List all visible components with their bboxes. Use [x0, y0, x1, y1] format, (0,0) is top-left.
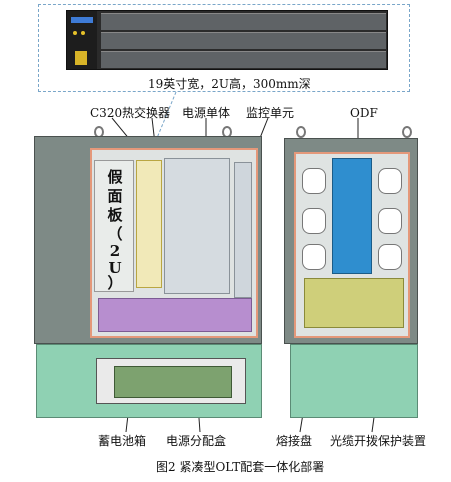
cable-spool-icon	[378, 244, 402, 270]
blank-panel	[94, 160, 134, 292]
label-c320: C320	[90, 106, 123, 120]
cable-spool-icon	[302, 168, 326, 194]
device-slot-row	[101, 13, 386, 30]
device-slot-row	[101, 32, 386, 49]
power-distribution-panel	[98, 298, 252, 332]
device-slot-row	[101, 51, 386, 68]
blank-panel-char: 面	[107, 187, 123, 205]
blank-panel-char: ）	[107, 274, 123, 292]
label-heat-exchanger: 热交换器	[122, 106, 171, 120]
blank-panel-char: 2	[109, 242, 121, 260]
label-cable-protection: 光缆开拨保护装置	[330, 434, 427, 448]
olt-device-illustration	[66, 10, 388, 70]
lifting-eye-icon	[402, 126, 412, 138]
label-power-unit: 电源单体	[182, 106, 231, 120]
lifting-eye-icon	[296, 126, 306, 138]
ground-terminal-icon	[75, 51, 87, 65]
label-monitor-unit: 监控单元	[246, 106, 295, 120]
device-caption: 19英寸宽，2U高，300mm深	[148, 77, 311, 91]
label-splice-tray: 熔接盘	[276, 434, 313, 448]
splice-tray-area	[304, 278, 404, 328]
cable-spool-icon	[378, 168, 402, 194]
label-odf: ODF	[350, 106, 378, 120]
cable-spool-icon	[302, 244, 326, 270]
blank-panel-char: 板	[107, 206, 123, 224]
device-logo	[71, 17, 93, 23]
figure-caption: 图2 紧凑型OLT配套一体化部署	[156, 460, 325, 474]
odf-panel	[332, 158, 372, 274]
right-base-body	[290, 344, 418, 418]
monitor-unit-block	[234, 162, 252, 298]
status-led-icon	[81, 31, 85, 35]
blank-panel-char: （	[107, 225, 123, 243]
cable-spool-icon	[302, 208, 326, 234]
blank-panel-char: U	[108, 259, 122, 277]
label-battery-box: 蓄电池箱	[98, 434, 147, 448]
battery-display	[114, 366, 232, 398]
cable-spool-icon	[378, 208, 402, 234]
label-power-distribution-box: 电源分配盒	[166, 434, 227, 448]
device-callout-box	[38, 4, 410, 92]
status-led-icon	[73, 31, 77, 35]
power-unit-block	[164, 158, 230, 294]
heat-exchanger-unit	[136, 160, 162, 288]
device-front-panel	[67, 11, 97, 69]
blank-panel-char: 假	[107, 168, 123, 186]
